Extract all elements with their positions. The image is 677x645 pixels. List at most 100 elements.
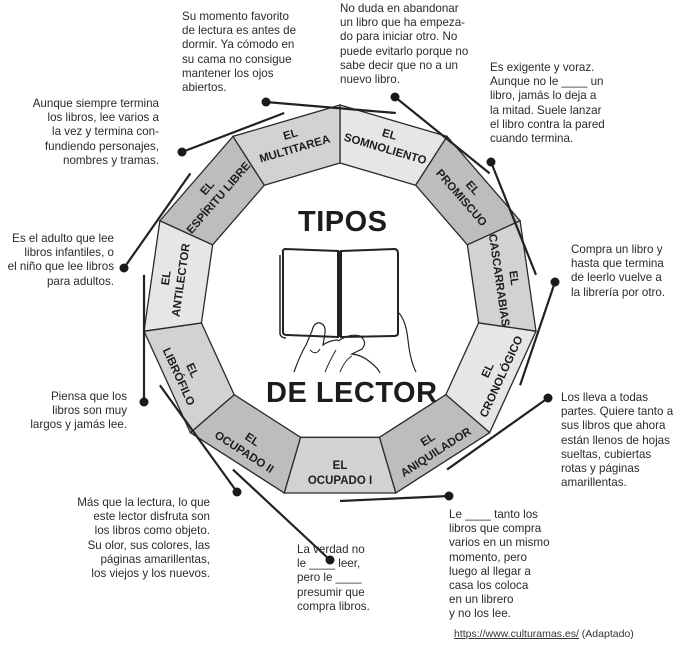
description-line: libros que compra [449,522,542,536]
description-line: Le ____ tanto los [449,508,538,521]
source-link[interactable]: https://www.culturamas.es/ [454,628,579,640]
description-line: La verdad no [297,543,365,556]
description-line: Es exigente y voraz. [490,61,595,74]
description-line: Su momento favorito [182,10,289,23]
connector-line [446,397,549,471]
connector-line [232,468,331,561]
connector-line [339,494,450,503]
description-line: mantener los ojos [182,66,274,80]
connector-dot [486,157,496,167]
description-line: pero le ____ [297,571,362,585]
source-credit: https://www.culturamas.es/ (Adaptado) [454,628,634,640]
description-line: le ____ leer, [297,557,361,571]
book-in-hands-icon [279,247,417,374]
description-line: luego al llegar a [449,564,531,578]
description-line: libro, jamás lo deja a [490,89,597,103]
connector-dot [139,397,149,407]
title-tipos: TIPOS [298,206,388,238]
description-line: sabe decir que no a un [340,58,458,72]
connector-dot [261,97,271,107]
connector-line [489,161,538,276]
description-line: Compra un libro y [571,243,663,256]
description-line: nuevo libro. [340,73,400,87]
description-line: de leerlo vuelve a [571,271,662,285]
connector-line [394,96,491,175]
description-line: sus libros que ahora [561,419,666,433]
description-line: amarillentas. [561,476,627,490]
segment-name: OCUPADO I [308,475,372,487]
description-line: Aunque siempre termina [32,97,159,110]
description-line: casa los coloca [449,579,529,593]
description-line: libros infantiles, o [24,246,114,260]
description-line: el niño que lee libros [7,260,114,274]
description-line: dormir. Ya cómodo en [182,38,295,52]
description-line: los libros como objeto. [94,524,210,538]
description-line: fundiendo personajes, [44,139,159,153]
description-line: este lector disfruta son [93,510,210,524]
description-cascarrabias: Es exigente y voraz.Aunque no le ____ un… [490,61,605,146]
segment-label-ocupado-i: EL OCUPADO I [308,460,372,487]
description-line: cuando termina. [490,132,574,146]
connector-dot [550,277,560,287]
description-line: momento, pero [449,550,527,564]
description-line: partes. Quiere tanto a [561,405,674,419]
description-line: largos y jamás lee. [30,418,127,432]
description-line: están llenos de hojas [561,433,670,447]
description-line: varios en un mismo [449,536,550,550]
description-line: rotas y páginas [561,462,640,476]
description-line: Los lleva a todas [561,391,649,404]
description-line: y no los lee. [449,607,511,621]
description-line: No duda en abandonar [340,2,459,15]
connector-dot [232,487,242,497]
description-line: Piensa que los [50,390,127,403]
segment-article: EL [282,127,299,143]
description-line: abiertos. [182,81,227,95]
connector-dot [390,92,400,102]
description-line: los libros, lee varios a [47,111,159,125]
connector-line [123,172,192,269]
segment-multitarea [231,104,341,186]
title-de-lector: DE LECTOR [266,377,438,409]
connector-line [159,384,238,493]
description-line: hasta que termina [571,257,664,271]
segment-article: EL [506,270,520,286]
connector-dot [543,393,553,403]
connector-dot [444,491,454,501]
description-line: Más que la lectura, lo que [77,496,210,509]
description-line: de lectura es antes de [182,24,297,38]
description-line: compra libros. [297,599,370,613]
description-line: Es el adulto que lee [12,232,114,245]
segment-article: EL [183,362,200,380]
description-line: un libro que ha empeza- [340,16,466,30]
description-line: para adultos. [46,274,114,288]
segment-article: EL [381,127,398,143]
segment-article: EL [160,270,174,286]
description-line: Aunque no le ____ un [490,75,604,89]
connector-dot [119,263,129,273]
connector-line [519,281,557,386]
connector-line [181,111,285,154]
segment-article: EL [333,460,348,472]
description-line: puede evitarlo porque no [340,44,469,58]
connector-line [265,100,396,115]
source-suffix: (Adaptado) [578,628,634,640]
description-line: presumir que [297,585,365,599]
segment-article: EL [480,362,497,380]
description-line: la vez y termina con- [52,125,159,139]
description-line: nombres y tramas. [63,153,159,167]
connector-dot [325,555,335,565]
description-line: el libro contra la pared [490,117,605,131]
description-line: los viejos y los nuevos. [91,567,210,581]
description-line: en un librero [449,593,514,607]
description-line: sueltas, cubiertas [561,447,652,461]
